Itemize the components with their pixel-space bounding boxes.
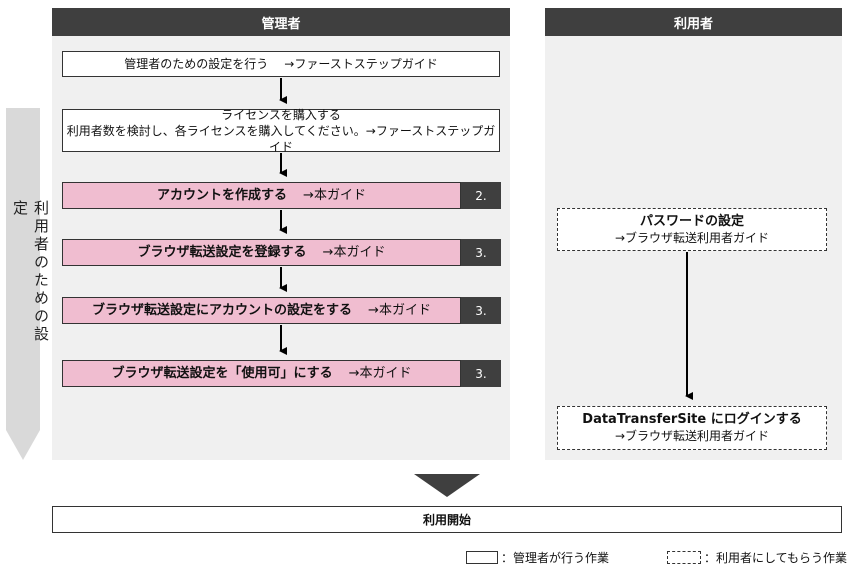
admin-step-setup-link: →ファーストステップガイド bbox=[284, 57, 438, 71]
admin-step-license: ライセンスを購入する 利用者数を検討し、各ライセンスを購入してください。→ファー… bbox=[62, 107, 500, 154]
section-number-badge: 3. bbox=[461, 239, 501, 266]
final-step-start-use: 利用開始 bbox=[52, 506, 842, 533]
admin-step-setup: 管理者のための設定を行う →ファーストステップガイド bbox=[62, 51, 500, 77]
admin-step-license-line2: 利用者数を検討し、各ライセンスを購入してください。→ファーストステップガイド bbox=[66, 123, 496, 154]
user-step-login-title: DataTransferSite にログインする bbox=[582, 412, 802, 427]
admin-step-license-line1: ライセンスを購入する bbox=[221, 107, 341, 122]
admin-step-register-transfer-link: →本ガイド bbox=[322, 244, 386, 260]
admin-step-assign-account: ブラウザ転送設定にアカウントの設定をする →本ガイド bbox=[62, 297, 461, 324]
side-label: 利用者のための設定 bbox=[11, 200, 50, 344]
admin-step-enable-transfer-link: →本ガイド bbox=[348, 365, 412, 381]
admin-step-create-account-text: アカウントを作成する bbox=[157, 187, 288, 203]
admin-step-register-transfer-text: ブラウザ転送設定を登録する bbox=[137, 244, 307, 260]
legend-solid-label: ：管理者が行う作業 bbox=[501, 551, 610, 565]
user-step-password-title: パスワードの設定 bbox=[639, 213, 744, 229]
admin-column-header: 管理者 bbox=[52, 8, 510, 36]
user-step-login-link: →ブラウザ転送利用者ガイド bbox=[614, 429, 770, 443]
user-step-password: パスワードの設定 →ブラウザ転送利用者ガイド bbox=[557, 208, 827, 251]
user-step-login: DataTransferSite にログインする →ブラウザ転送利用者ガイド bbox=[557, 406, 827, 450]
user-step-password-link: →ブラウザ転送利用者ガイド bbox=[614, 230, 770, 245]
admin-step-create-account-link: →本ガイド bbox=[303, 187, 366, 203]
admin-step-assign-account-text: ブラウザ転送設定にアカウントの設定をする bbox=[92, 302, 353, 318]
admin-step-enable-transfer-text: ブラウザ転送設定を「使用可」にする bbox=[111, 365, 333, 381]
down-chevron-arrow bbox=[414, 474, 480, 497]
legend-dashed-label: ：利用者にしてもらう作業 bbox=[704, 551, 848, 565]
legend-solid-swatch bbox=[466, 551, 498, 564]
section-number-badge: 3. bbox=[461, 360, 501, 387]
section-number-badge: 2. bbox=[461, 182, 501, 209]
user-column-header: 利用者 bbox=[545, 8, 842, 36]
admin-step-setup-text: 管理者のための設定を行う bbox=[124, 57, 269, 71]
legend-dashed-swatch bbox=[667, 551, 701, 564]
admin-step-register-transfer: ブラウザ転送設定を登録する →本ガイド bbox=[62, 239, 461, 266]
admin-step-create-account: アカウントを作成する →本ガイド bbox=[62, 182, 461, 209]
side-arrow-shape bbox=[6, 108, 40, 460]
admin-step-enable-transfer: ブラウザ転送設定を「使用可」にする →本ガイド bbox=[62, 360, 461, 387]
admin-step-assign-account-link: →本ガイド bbox=[368, 302, 431, 318]
section-number-badge: 3. bbox=[461, 297, 501, 324]
